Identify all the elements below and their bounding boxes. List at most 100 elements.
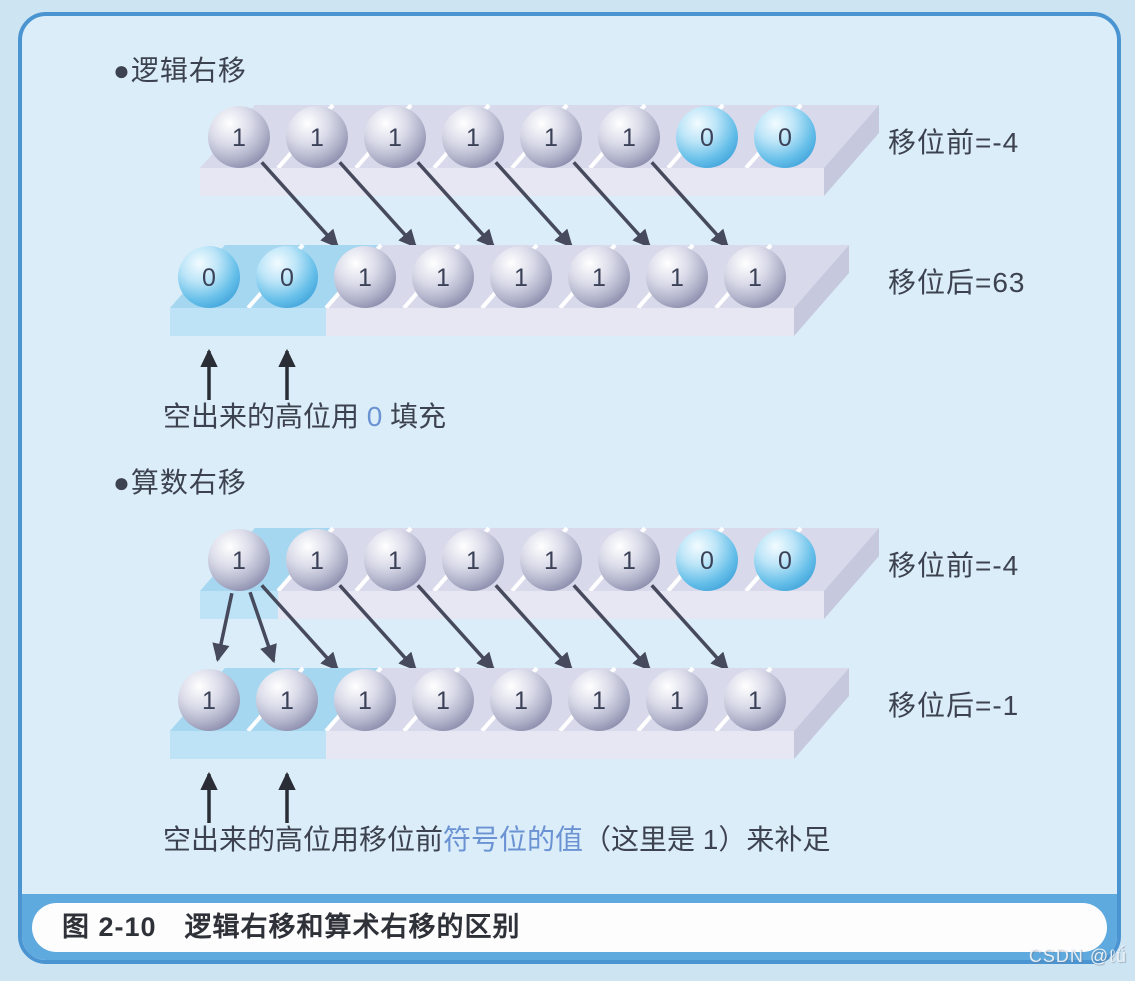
bit-ball (568, 246, 630, 308)
csdn-watermark: CSDN @ℓǘ (1028, 946, 1127, 966)
shift-arrow (416, 161, 495, 249)
bit-ball (178, 246, 240, 308)
bit-ball (256, 246, 318, 308)
bit-ball (568, 669, 630, 731)
note-text-part: 空出来的高位用移位前 (163, 824, 443, 855)
shift-arrow (248, 591, 277, 664)
bit-ball (412, 246, 474, 308)
bit-digit: 1 (670, 264, 684, 292)
bit-ball (334, 246, 396, 308)
bit-digit: 1 (280, 687, 294, 715)
bit-ball (286, 106, 348, 168)
bit-digit: 1 (592, 687, 606, 715)
shift-arrow (650, 584, 729, 672)
section-title: ●逻辑右移 (113, 55, 247, 86)
shift-arrow (260, 161, 339, 249)
tray-side-face (794, 245, 849, 336)
bit-digit: 1 (748, 687, 762, 715)
section-note: 空出来的高位用移位前符号位的值（这里是 1）来补足 (163, 824, 830, 855)
shift-arrow (260, 584, 339, 672)
bit-digit: 1 (310, 547, 324, 575)
bit-ball (520, 529, 582, 591)
after-shift-label: 移位后=63 (888, 267, 1026, 298)
note-text-part: （这里是 1）来补足 (583, 824, 830, 855)
bit-ball (208, 529, 270, 591)
shift-arrow (212, 592, 234, 662)
bit-ball (178, 669, 240, 731)
bit-digit: 1 (232, 124, 246, 152)
bit-digit: 1 (466, 547, 480, 575)
bit-digit: 1 (388, 124, 402, 152)
bit-ball (364, 106, 426, 168)
bit-digit: 0 (778, 124, 792, 152)
after-shift-label: 移位后=-1 (888, 690, 1019, 721)
vacated-front-highlight (200, 591, 278, 619)
caption-band: 图 2-10 逻辑右移和算术右移的区别 (22, 894, 1117, 960)
bit-digit: 1 (202, 687, 216, 715)
shift-arrow (416, 584, 495, 672)
bit-digit: 1 (388, 547, 402, 575)
shift-arrow (572, 584, 651, 672)
bit-digit: 1 (544, 124, 558, 152)
bit-ball (490, 669, 552, 731)
bit-ball (724, 246, 786, 308)
bit-digit: 0 (280, 264, 294, 292)
figure-frame: ●逻辑右移 1 1 1 1 1 1 0 0 移位前=-4 0 0 1 1 1 1 1 1 移位后=63 空出来的高位用… (18, 12, 1121, 964)
bit-digit: 1 (748, 264, 762, 292)
bit-ball (598, 106, 660, 168)
bit-ball (598, 529, 660, 591)
bit-ball (490, 246, 552, 308)
bit-ball (208, 106, 270, 168)
note-text-part: 空出来的高位用 (163, 401, 367, 432)
vacated-front-highlight (248, 308, 326, 336)
tray-side-face (824, 105, 879, 196)
bit-ball (364, 529, 426, 591)
bit-ball (646, 246, 708, 308)
bit-digit: 0 (202, 264, 216, 292)
bit-digit: 1 (466, 124, 480, 152)
bit-digit: 1 (436, 264, 450, 292)
before-shift-label: 移位前=-4 (888, 127, 1019, 158)
bit-ball (256, 669, 318, 731)
bit-digit: 1 (592, 264, 606, 292)
vacated-front-highlight (170, 308, 248, 336)
before-shift-label: 移位前=-4 (888, 550, 1019, 581)
shift-arrow (494, 584, 573, 672)
section-title: ●算数右移 (113, 467, 247, 498)
bit-ball (334, 669, 396, 731)
vacated-front-highlight (248, 731, 326, 759)
bit-digit: 1 (622, 547, 636, 575)
bit-ball (646, 669, 708, 731)
bit-digit: 1 (514, 264, 528, 292)
bit-ball (412, 669, 474, 731)
shift-arrow (494, 161, 573, 249)
bit-ball (676, 106, 738, 168)
bit-digit: 1 (514, 687, 528, 715)
bit-ball (724, 669, 786, 731)
bit-digit: 1 (310, 124, 324, 152)
bit-digit: 0 (778, 547, 792, 575)
bit-ball (754, 106, 816, 168)
bit-digit: 1 (622, 124, 636, 152)
bit-digit: 1 (358, 264, 372, 292)
figure-caption: 图 2-10 逻辑右移和算术右移的区别 (62, 912, 521, 942)
section-note: 空出来的高位用 0 填充 (163, 401, 446, 432)
bit-digit: 1 (544, 547, 558, 575)
shift-diagram-svg: ●逻辑右移 1 1 1 1 1 1 0 0 移位前=-4 0 0 1 1 1 1 1 1 移位后=63 空出来的高位用… (113, 55, 1026, 855)
note-text-part: 填充 (382, 401, 446, 432)
bit-ball (442, 529, 504, 591)
bit-digit: 0 (700, 124, 714, 152)
bit-ball (286, 529, 348, 591)
caption-bar: 图 2-10 逻辑右移和算术右移的区别 (32, 903, 1107, 952)
note-accent-text: 0 (367, 401, 383, 432)
shift-arrow (338, 584, 417, 672)
shift-arrow (650, 161, 729, 249)
bit-digit: 1 (436, 687, 450, 715)
bit-digit: 1 (670, 687, 684, 715)
bit-digit: 1 (358, 687, 372, 715)
vacated-front-highlight (170, 731, 248, 759)
tray-side-face (824, 528, 879, 619)
bit-digit: 0 (700, 547, 714, 575)
